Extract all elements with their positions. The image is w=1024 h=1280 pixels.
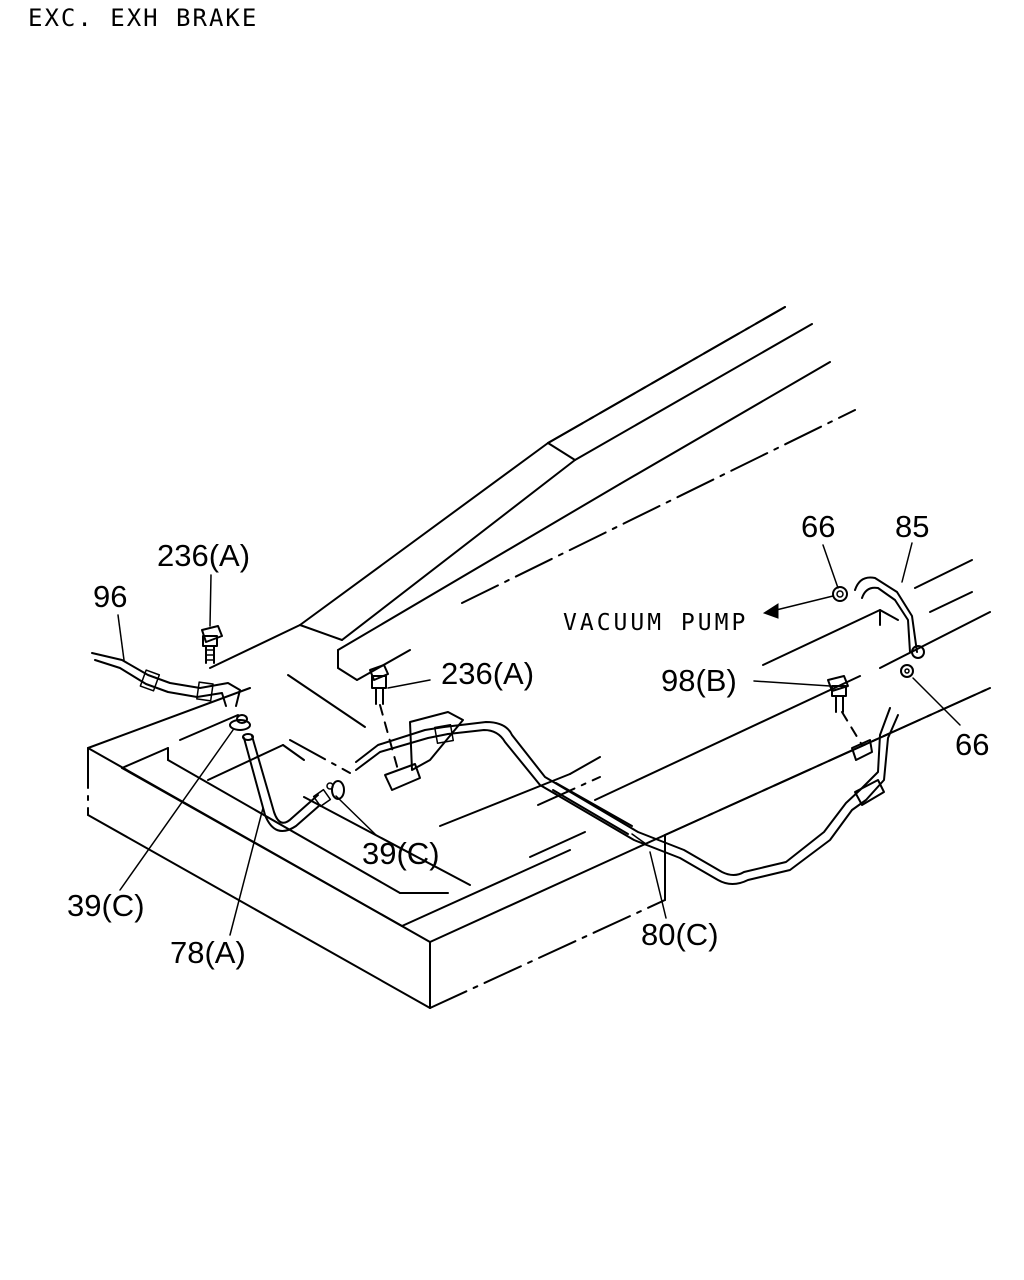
- callout-66-right: 66: [955, 727, 990, 762]
- callout-66-top: 66: [801, 509, 836, 544]
- frame-rails: [209, 306, 856, 681]
- callout-80c: 80(C): [641, 917, 719, 952]
- vacuum-pump-label: VACUUM PUMP: [563, 610, 749, 636]
- callout-236a-left: 236(A): [157, 538, 251, 573]
- hose-96-assembly: [91, 652, 241, 707]
- bolt-236a-left: [201, 625, 223, 664]
- main-pipe-80c: [433, 707, 899, 885]
- callout-96: 96: [93, 579, 128, 614]
- leader-lines: [117, 542, 961, 936]
- callout-39c-center: 39(C): [362, 836, 440, 871]
- callout-78a: 78(A): [170, 935, 246, 970]
- center-bracket-and-bolt: [355, 664, 464, 791]
- callout-39c-left: 39(C): [67, 888, 145, 923]
- diagram-title: EXC. EXH BRAKE: [28, 4, 259, 32]
- callout-85: 85: [895, 509, 930, 544]
- clamp-and-hose-78a: [229, 714, 345, 833]
- callout-98b: 98(B): [661, 663, 737, 698]
- callout-236a-center: 236(A): [441, 656, 535, 691]
- right-fittings: [827, 576, 925, 761]
